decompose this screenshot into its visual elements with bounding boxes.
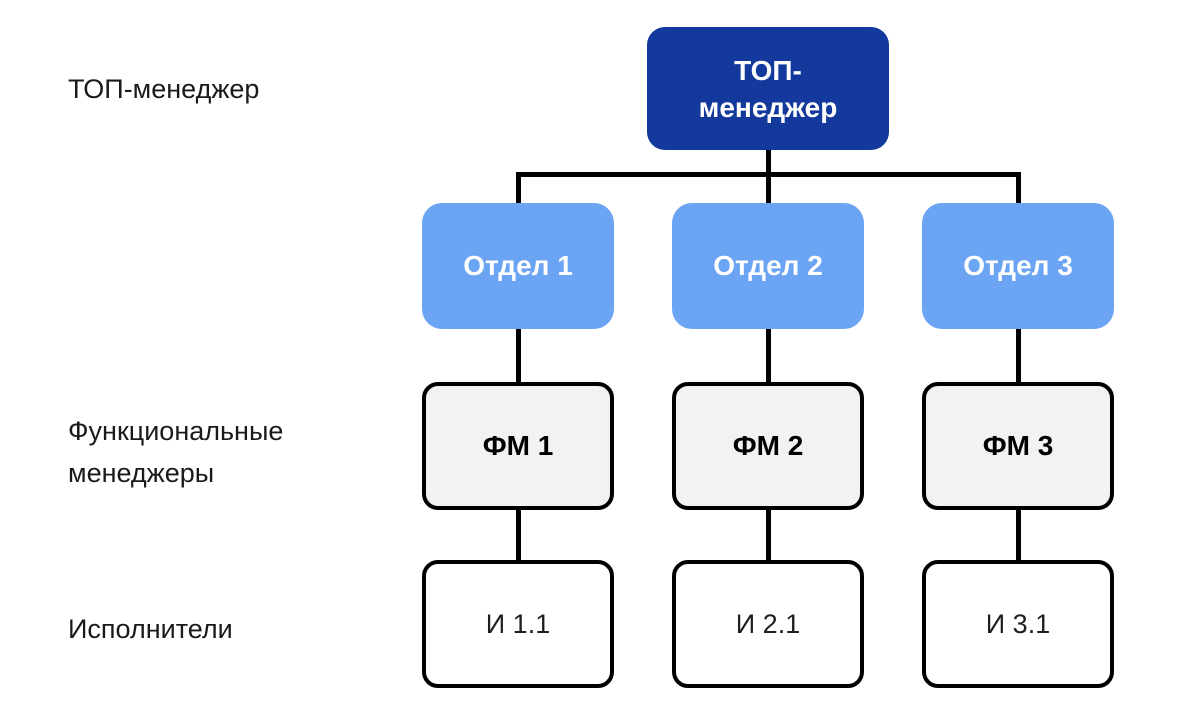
connector-department-3-to-fm-3 — [1015, 329, 1021, 382]
connector-fm-1-to-executor-1 — [515, 510, 521, 560]
connector-fm-3-to-executor-3 — [1015, 510, 1021, 560]
node-executor-3: И 3.1 — [922, 560, 1114, 688]
node-executor-1: И 1.1 — [422, 560, 614, 688]
node-functional-manager-1: ФМ 1 — [422, 382, 614, 510]
connector-department-2-to-fm-2 — [765, 329, 771, 382]
row-label-functional-managers: Функциональные менеджеры — [68, 416, 284, 488]
row-label-top-manager: ТОП-менеджер — [68, 74, 260, 104]
node-functional-manager-2: ФМ 2 — [672, 382, 864, 510]
node-executor-2: И 2.1 — [672, 560, 864, 688]
connector-department-1-to-fm-1 — [515, 329, 521, 382]
connector-drop-department-1 — [515, 172, 521, 203]
node-department-2: Отдел 2 — [672, 203, 864, 329]
node-functional-manager-3: ФМ 3 — [922, 382, 1114, 510]
connector-drop-department-3 — [1015, 172, 1021, 203]
node-top-manager: ТОП- менеджер — [647, 27, 889, 150]
node-department-1: Отдел 1 — [422, 203, 614, 329]
row-label-executors: Исполнители — [68, 614, 233, 644]
connector-horizontal-bus — [515, 172, 1021, 177]
connector-fm-2-to-executor-2 — [765, 510, 771, 560]
node-department-3: Отдел 3 — [922, 203, 1114, 329]
